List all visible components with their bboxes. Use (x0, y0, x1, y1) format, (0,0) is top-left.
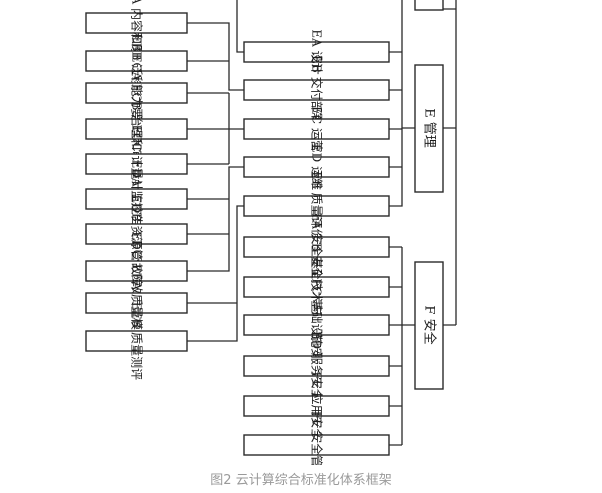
category-e-label: E 管理 (422, 108, 437, 148)
node-ecb: ECB 治理和审计 (85, 84, 188, 175)
node-ecc: ECC 计量计费 (85, 125, 188, 204)
node-fd: FD 服务安全 (243, 331, 390, 401)
svg-text:ED 运维: ED 运维 (310, 144, 324, 190)
standards-framework-diagram: E 管理 F 安全 EA 设计 EB 交付部署 EC 运营 ED 运维 EE 质… (85, 0, 457, 465)
svg-text:FA 安全基础: FA 安全基础 (310, 213, 325, 281)
node-fe: FE 应用安全 (243, 372, 390, 441)
category-f-security: F 安全 (414, 261, 444, 390)
node-eca: ECA 能力要求 (85, 54, 188, 132)
svg-text:EDA 监控告警: EDA 监控告警 (130, 160, 145, 239)
node-ff: FF 安全管理 (243, 411, 390, 465)
svg-text:EC 运营: EC 运营 (310, 106, 324, 152)
node-eb: EB 交付部署 (243, 55, 390, 125)
node-ec: EC 运营 (243, 106, 390, 152)
svg-text:EA 设计: EA 设计 (310, 29, 324, 74)
svg-text:EEA 质量模型: EEA 质量模型 (130, 264, 144, 342)
node-edc: EDC 故障处理 (85, 231, 188, 311)
svg-text:ECB 治理和审计: ECB 治理和审计 (130, 84, 145, 175)
svg-text:FC 基础设施安全: FC 基础设施安全 (310, 278, 325, 371)
category-e-management: E 管理 (414, 64, 444, 193)
figure-caption: 图2 云计算综合标准化体系框架 (210, 473, 392, 488)
connector-lines (187, 0, 457, 446)
node-ed: ED 运维 (243, 144, 390, 190)
svg-text:EE 质量评价: EE 质量评价 (310, 171, 324, 240)
svg-text:EBB 迁移: EBB 迁移 (130, 34, 144, 88)
svg-text:EEB 质量测评: EEB 质量测评 (130, 302, 144, 380)
node-fb: FB 安全技术与产品 (243, 235, 390, 340)
node-ea: EA 设计 (243, 29, 390, 75)
node-ee: EE 质量评价 (243, 171, 390, 241)
svg-text:FF 安全管理: FF 安全管理 (310, 411, 325, 465)
svg-text:EDC 故障处理: EDC 故障处理 (130, 231, 145, 310)
node-edb: EDB 资源管理 (85, 194, 188, 274)
svg-text:ECC 计量计费: ECC 计量计费 (130, 125, 144, 204)
svg-text:EDB 资源管理: EDB 资源管理 (130, 194, 145, 273)
node-eda: EDA 监控告警 (85, 160, 188, 239)
svg-text:FE 应用安全: FE 应用安全 (310, 372, 325, 441)
node-eeb: EEB 质量测评 (85, 302, 188, 380)
node-fa: FA 安全基础 (243, 213, 390, 281)
category-f-label: F 安全 (422, 305, 438, 344)
svg-text:FB 安全技术与产品: FB 安全技术与产品 (310, 235, 325, 340)
node-ebb: EBB 迁移 (85, 34, 188, 88)
svg-text:ECA 能力要求: ECA 能力要求 (130, 54, 144, 132)
node-fc: FC 基础设施安全 (243, 278, 390, 372)
svg-text:FD 服务安全: FD 服务安全 (310, 331, 325, 401)
svg-text:EB 交付部署: EB 交付部署 (310, 55, 325, 124)
node-eea: EEA 质量模型 (85, 264, 188, 342)
top-category-box (414, 0, 444, 11)
